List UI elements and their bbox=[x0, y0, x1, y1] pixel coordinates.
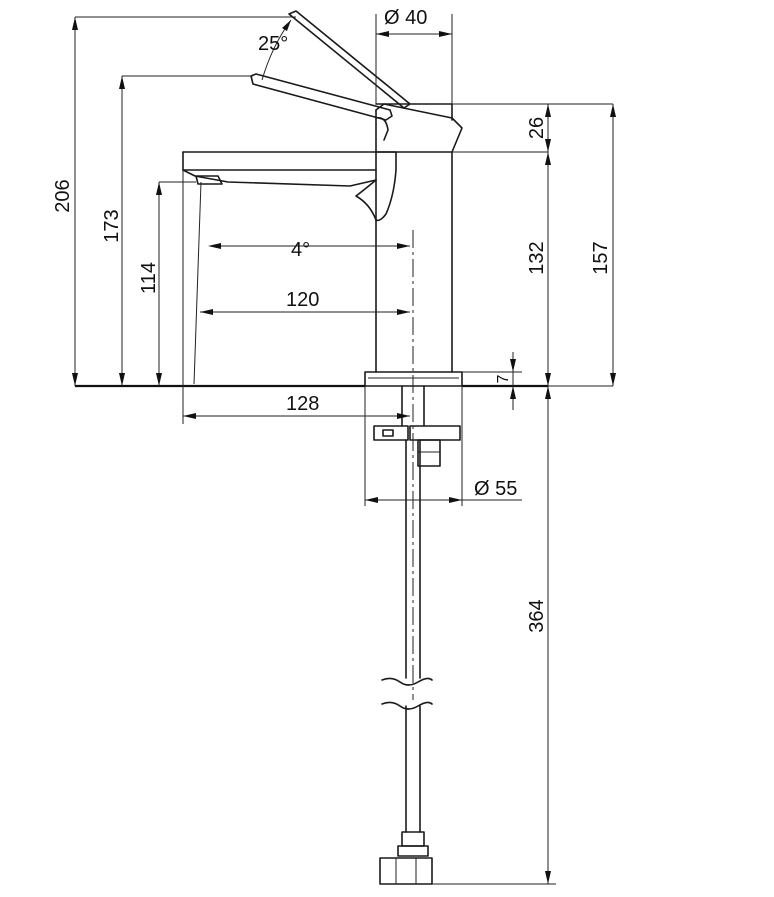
dimension-spout-angle: 4° bbox=[193, 181, 410, 385]
dim-label-25deg: 25° bbox=[258, 33, 288, 55]
dim-label-26: 26 bbox=[526, 117, 548, 139]
dimension-26: 26 bbox=[452, 103, 613, 153]
spout bbox=[182, 151, 397, 222]
dimension-128: 128 bbox=[182, 170, 410, 424]
dim-label-114: 114 bbox=[138, 262, 160, 294]
lever-handle bbox=[250, 10, 463, 153]
dimension-206: 206 bbox=[52, 16, 296, 386]
dim-label-4deg: 4° bbox=[291, 239, 310, 261]
dim-label-206: 206 bbox=[52, 179, 74, 212]
dimension-body-diameter: Ø 40 bbox=[375, 7, 453, 104]
dim-label-dia40: Ø 40 bbox=[384, 7, 427, 29]
dimension-120: 120 bbox=[200, 289, 410, 315]
dim-label-132: 132 bbox=[526, 241, 548, 274]
dim-label-128: 128 bbox=[286, 393, 319, 415]
dimension-157: 157 bbox=[548, 104, 616, 387]
dim-label-157: 157 bbox=[590, 241, 612, 274]
dim-label-7: 7 bbox=[495, 374, 512, 383]
dimension-7: 7 bbox=[462, 352, 522, 410]
dimension-173: 173 bbox=[101, 75, 253, 386]
mounting-hardware bbox=[373, 385, 461, 467]
dimension-lever-angle: 25° bbox=[258, 19, 292, 81]
flexible-hose bbox=[379, 439, 433, 885]
dim-label-364: 364 bbox=[526, 599, 548, 632]
dim-label-dia55: Ø 55 bbox=[474, 478, 517, 500]
dim-label-120: 120 bbox=[286, 289, 319, 311]
faucet-body bbox=[364, 103, 463, 700]
dimension-364: 364 bbox=[432, 386, 556, 885]
dimension-base-diameter: Ø 55 bbox=[364, 386, 522, 506]
dimension-114: 114 bbox=[138, 181, 196, 386]
dim-label-173: 173 bbox=[101, 209, 123, 242]
dimension-132: 132 bbox=[526, 152, 551, 386]
